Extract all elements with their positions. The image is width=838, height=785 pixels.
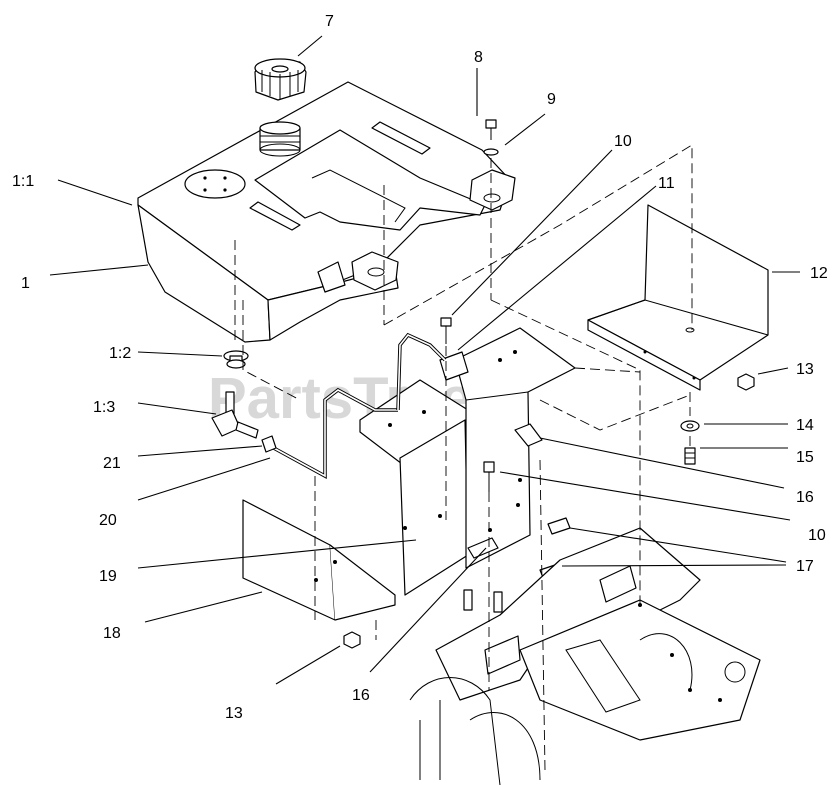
nut-13-lower[interactable] bbox=[343, 631, 361, 649]
callout-7: 7 bbox=[325, 13, 334, 30]
callout-14: 14 bbox=[796, 417, 814, 434]
upright-bracket[interactable] bbox=[454, 327, 576, 569]
bolt-17-upper[interactable] bbox=[547, 517, 571, 535]
callout-1-2: 1:2 bbox=[109, 345, 131, 362]
callout-16-lower: 16 bbox=[352, 687, 370, 704]
grommet-1-2[interactable] bbox=[223, 350, 249, 369]
callout-16-right: 16 bbox=[796, 489, 814, 506]
clamp-21[interactable] bbox=[261, 435, 277, 453]
callout-1: 1 bbox=[21, 275, 30, 292]
callout-13-lower: 13 bbox=[225, 705, 243, 722]
chassis-frame[interactable] bbox=[409, 527, 761, 785]
fuel-tank[interactable] bbox=[137, 81, 516, 343]
callout-18: 18 bbox=[103, 625, 121, 642]
fitting-1-3[interactable] bbox=[211, 391, 259, 439]
callout-13-right: 13 bbox=[796, 361, 814, 378]
fuel-line-20[interactable] bbox=[269, 332, 447, 479]
callout-17: 17 bbox=[796, 558, 814, 575]
callout-1-3: 1:3 bbox=[93, 399, 115, 416]
callout-labels: 7 8 9 10 11 1:1 1 12 1:2 13 1:3 14 21 15… bbox=[12, 13, 828, 722]
callout-20: 20 bbox=[99, 512, 117, 529]
assembly-lines bbox=[234, 144, 693, 771]
washer-9[interactable] bbox=[483, 148, 499, 156]
callout-10-lower: 10 bbox=[808, 527, 826, 544]
baffle-18[interactable] bbox=[242, 499, 396, 621]
clamp-11[interactable] bbox=[439, 351, 469, 381]
panel-12[interactable] bbox=[587, 204, 769, 391]
clip-16-lower[interactable] bbox=[467, 537, 499, 559]
clip-16-upper[interactable] bbox=[514, 423, 543, 447]
callout-9: 9 bbox=[547, 91, 556, 108]
bolt-15[interactable] bbox=[684, 447, 696, 465]
bracket-plate[interactable] bbox=[359, 379, 471, 596]
bolt-8[interactable] bbox=[485, 119, 497, 140]
callout-1-1: 1:1 bbox=[12, 173, 34, 190]
callout-11: 11 bbox=[658, 175, 675, 192]
callout-19: 19 bbox=[99, 568, 117, 585]
fuel-cap[interactable] bbox=[254, 58, 307, 101]
callout-12: 12 bbox=[810, 265, 828, 282]
callout-15: 15 bbox=[796, 449, 814, 466]
callout-8: 8 bbox=[474, 49, 483, 66]
leader-lines bbox=[49, 35, 800, 685]
callout-21: 21 bbox=[103, 455, 121, 472]
washer-14[interactable] bbox=[680, 420, 700, 432]
nut-13-right[interactable] bbox=[737, 373, 755, 391]
bolt-10-upper[interactable] bbox=[440, 317, 452, 344]
callout-10-upper: 10 bbox=[614, 133, 632, 150]
bolt-10-lower[interactable] bbox=[483, 461, 495, 492]
filler-neck[interactable] bbox=[259, 121, 301, 157]
